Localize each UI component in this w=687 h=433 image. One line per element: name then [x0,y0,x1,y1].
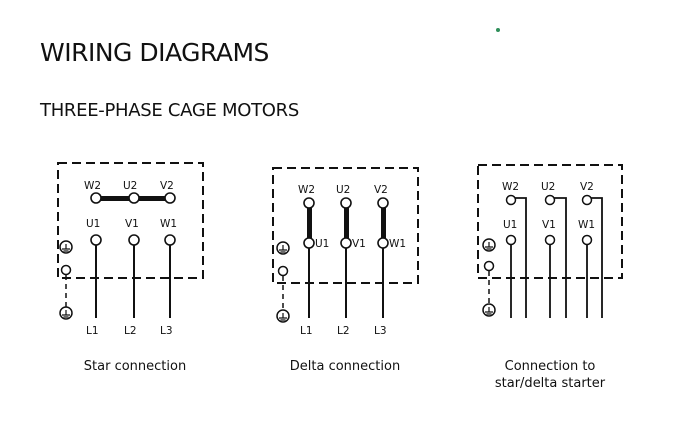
page-title: WIRING DIAGRAMS [40,38,269,67]
label-u1: U1 [503,219,517,231]
accent-dot [496,28,500,32]
delta-terminal-box [272,167,419,284]
lead-w2 [515,197,527,318]
label-l3: L3 [160,325,173,337]
delta-labels: W2 U2 V2 U1 V1 W1 L1 L2 L3 [298,184,406,337]
terminal-v1 [340,237,352,249]
label-l1: L1 [300,325,313,337]
label-u1: U1 [86,218,100,230]
terminal-u1 [90,234,102,246]
delta-link-3 [381,202,386,242]
earth-icon [59,306,73,320]
earth-icon [482,238,496,252]
label-l2: L2 [124,325,137,337]
terminal-w2 [303,197,315,209]
terminal-v2 [164,192,176,204]
terminal-u1 [303,237,315,249]
label-w1: W1 [578,219,595,231]
label-w2: W2 [84,180,101,192]
label-w2: W2 [502,181,519,193]
terminal-u2 [340,197,352,209]
caption-starter-line1: Connection to [504,359,596,374]
terminal-w1 [164,234,176,246]
terminal-v2 [581,194,593,206]
earth-terminal [60,264,72,276]
star-diagram [57,162,204,320]
label-w1: W1 [160,218,177,230]
delta-link-1 [307,202,312,242]
earth-terminal [483,260,495,272]
starter-diagram [477,164,623,318]
label-l3: L3 [374,325,387,337]
page-subtitle: THREE-PHASE CAGE MOTORS [40,100,300,121]
earth-icon [276,309,290,323]
terminal-w2 [505,194,517,206]
earth-icon [59,240,73,254]
lead-u2 [554,197,567,318]
lead-v2 [591,197,603,318]
earth-icon [482,303,496,317]
starter-terminal-box [477,164,623,279]
label-w2: W2 [298,184,315,196]
label-u2: U2 [123,180,137,192]
label-v1: V1 [542,219,556,231]
label-u1: U1 [315,238,329,250]
terminal-w1 [581,234,593,246]
label-v2: V2 [580,181,594,193]
terminal-v1 [544,234,556,246]
label-v2: V2 [160,180,174,192]
terminal-u2 [128,192,140,204]
terminal-w1 [377,237,389,249]
label-l2: L2 [337,325,350,337]
starter-labels: W2 U2 V2 U1 V1 W1 [502,181,595,231]
terminal-u1 [505,234,517,246]
label-u2: U2 [541,181,555,193]
caption-starter-line2: star/delta starter [494,376,606,391]
star-labels: W2 U2 V2 U1 V1 W1 L1 L2 L3 [84,180,177,337]
star-terminal-box [57,162,204,279]
caption-star: Star connection [83,359,187,374]
label-v2: V2 [374,184,388,196]
earth-icon [276,241,290,255]
delta-diagram [272,167,419,323]
label-u2: U2 [336,184,350,196]
terminal-w2 [90,192,102,204]
label-v1: V1 [125,218,139,230]
terminal-u2 [544,194,556,206]
terminal-v2 [377,197,389,209]
terminal-v1 [128,234,140,246]
earth-terminal [277,265,289,277]
label-w1: W1 [389,238,406,250]
delta-link-2 [344,202,349,242]
label-l1: L1 [86,325,99,337]
label-v1: V1 [352,238,366,250]
caption-delta: Delta connection [289,359,401,374]
